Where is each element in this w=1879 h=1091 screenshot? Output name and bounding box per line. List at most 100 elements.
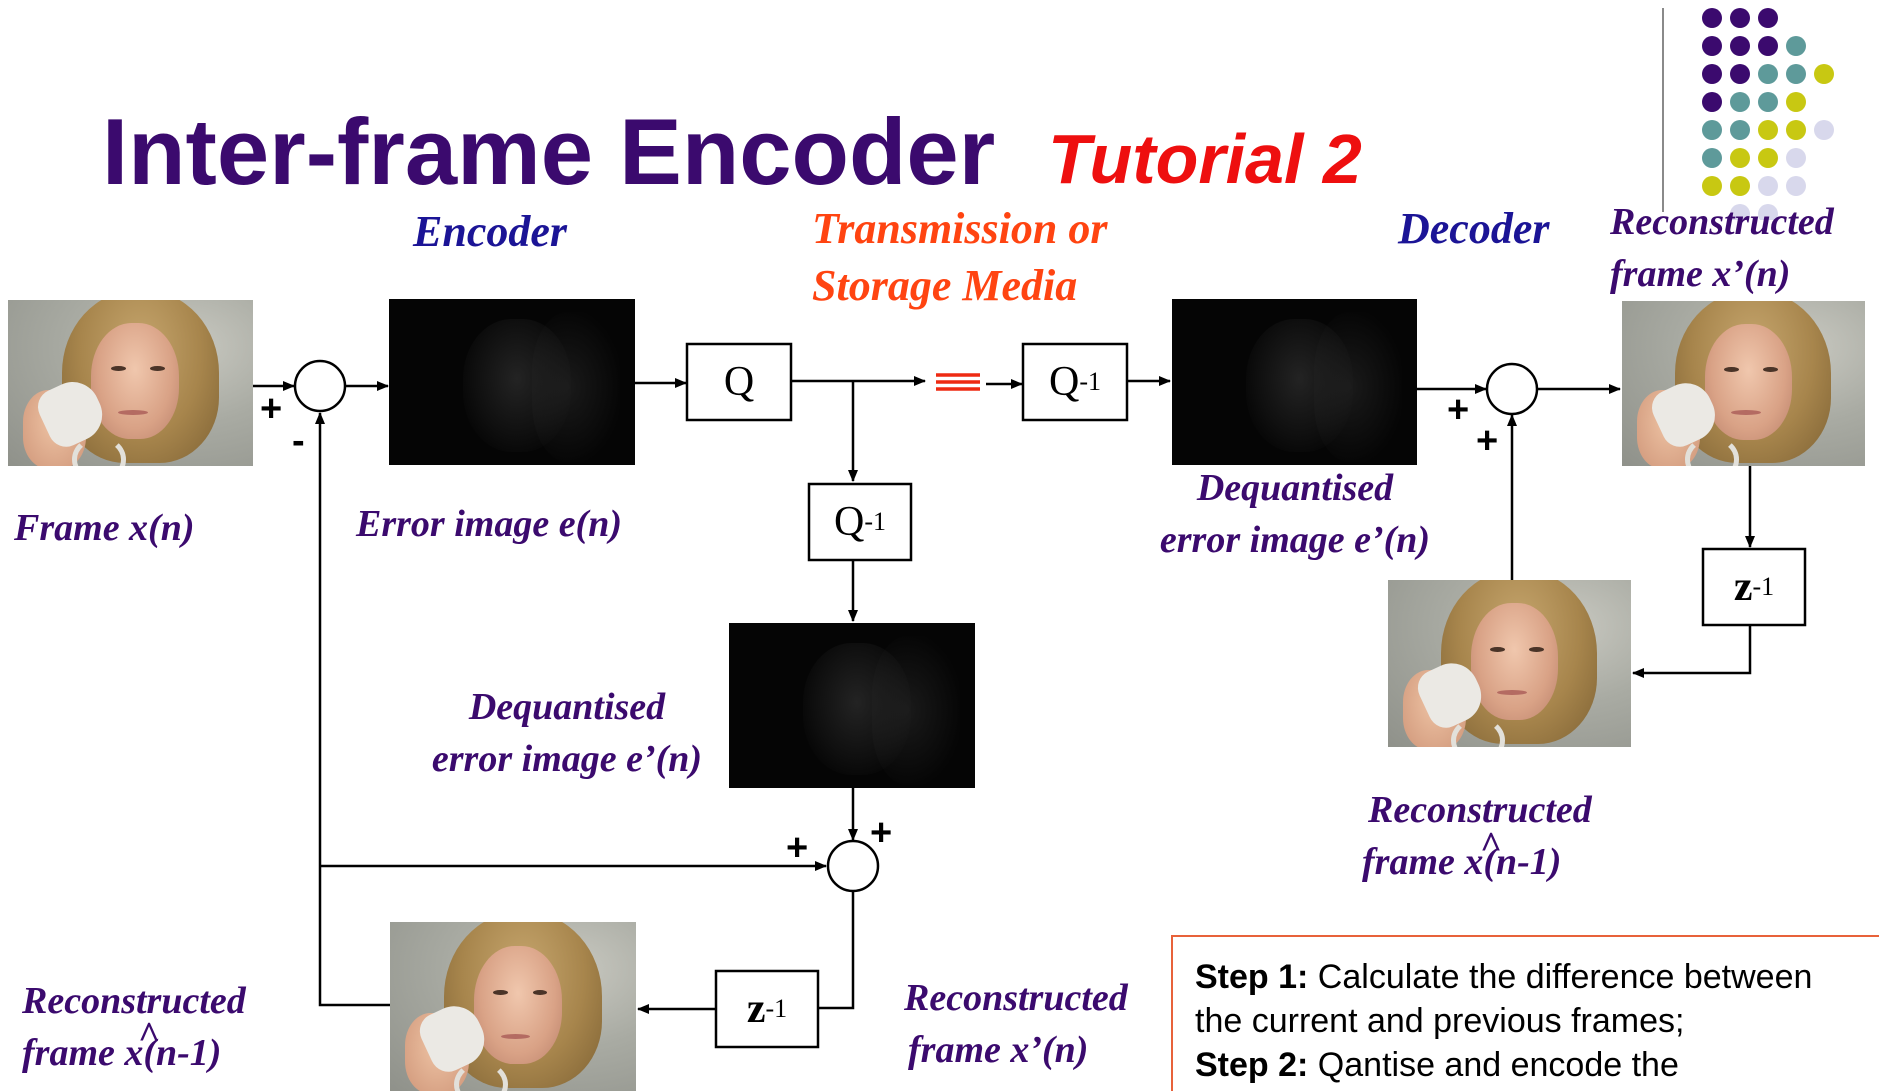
step1-line1: Step 1: Calculate the difference between (1195, 955, 1879, 999)
encoder-dequantised-label: Dequantised error image e’(n) (402, 681, 732, 785)
connector-adder-to-z (819, 891, 855, 1010)
decorative-dot (1702, 120, 1722, 140)
connector-z-to-prev (1632, 625, 1752, 678)
decoder-dequantiser-exponent: -1 (1079, 367, 1101, 396)
decorative-dot (1730, 36, 1750, 56)
transmission-heading-line1: Transmission or (812, 204, 1108, 253)
error-image-label: Error image e(n) (356, 503, 622, 545)
decorative-dot (1702, 64, 1722, 84)
reconstructed-xprime-line1: Reconstructed (1610, 201, 1834, 243)
decorative-dot (1786, 120, 1806, 140)
decorative-dot (1702, 92, 1722, 112)
decorative-dot (1786, 176, 1806, 196)
decoder-dequantised-label: Dequantised error image e’(n) (1130, 462, 1460, 566)
quantiser-text: Q (723, 359, 755, 405)
decorative-dot (1730, 92, 1750, 112)
reconstructed-xprime-line2: frame x’(n) (1610, 253, 1791, 295)
decorative-dot (1730, 148, 1750, 168)
frame-xn-label: Frame x(n) (14, 507, 195, 549)
encoder-reconstructed-xprime-line2: frame x’(n) (908, 1029, 1089, 1071)
decorative-dot (1758, 92, 1778, 112)
step1-label: Step 1: (1195, 958, 1309, 996)
encoder-reconstructed-prev-line2: frame x(n-1) (22, 1032, 222, 1074)
plus-sign-dec-prev: + (1476, 420, 1499, 462)
decoder-reconstructed-prev-line1: Reconstructed (1368, 789, 1592, 831)
encoder-delay-label: z-1 (716, 971, 818, 1047)
decoder-dequantiser-label: Q-1 (1023, 344, 1127, 420)
decoder-dequantised-error-image (1172, 299, 1417, 465)
transmission-media-symbol (936, 373, 980, 391)
step1-line2: the current and previous frames; (1195, 999, 1879, 1043)
decorative-dot (1758, 148, 1778, 168)
encoder-delay-exponent: -1 (765, 994, 788, 1023)
transmission-heading-line2: Storage Media (812, 261, 1078, 310)
decoder-dequantiser-text: Q (1048, 359, 1080, 405)
step1-text-b: the current and previous frames; (1195, 1002, 1685, 1040)
plus-sign-enc-dequant: + (870, 812, 893, 854)
quantiser-label: Q (687, 344, 791, 420)
encoder-reconstructed-prev-line1: Reconstructed (22, 980, 246, 1022)
decorative-dot (1730, 204, 1750, 220)
decorative-dot (1702, 148, 1722, 168)
page-title: Inter-frame Encoder (102, 99, 996, 204)
decoder-delay-label: z-1 (1703, 549, 1805, 625)
decoder-delay-exponent: -1 (1752, 572, 1775, 601)
decorative-dot (1786, 92, 1806, 112)
decorative-dot (1730, 176, 1750, 196)
encoder-hat-symbol: ^ (138, 1015, 161, 1057)
decorative-dot (1786, 36, 1806, 56)
encoder-delay-block (714, 969, 820, 1049)
encoder-dequantiser-exponent: -1 (864, 507, 886, 536)
encoder-dequantiser-label: Q-1 (809, 484, 911, 560)
decorative-dot (1758, 204, 1778, 220)
decorative-dot (1758, 176, 1778, 196)
step1-text-a: Calculate the difference between (1308, 958, 1813, 996)
decorative-dot (1814, 64, 1834, 84)
encoder-reconstructed-xprime-label: Reconstructed frame x’(n) (904, 972, 1128, 1076)
decoder-hat-symbol: ^ (1480, 825, 1503, 867)
plus-sign-enc-feedback: + (786, 827, 809, 869)
error-image (389, 299, 635, 465)
decorative-dot (1814, 120, 1834, 140)
reconstructed-xprime-label: Reconstructed frame x’(n) (1610, 196, 1834, 300)
minus-sign-feedback: - (292, 420, 305, 462)
decorative-dot (1702, 176, 1722, 196)
decorative-dot (1786, 64, 1806, 84)
encoder-dequantiser-text: Q (833, 499, 865, 545)
decoder-reconstructed-prev-line2: frame x(n-1) (1362, 841, 1562, 883)
encoder-dequantised-line2: error image e’(n) (431, 738, 703, 780)
subtractor-node (293, 359, 347, 413)
page-subtitle: Tutorial 2 (1048, 120, 1362, 198)
plus-sign-dec-error: + (1447, 389, 1470, 431)
step2-label: Step 2: (1195, 1046, 1309, 1084)
decorative-dot (1730, 120, 1750, 140)
decorative-dot (1758, 120, 1778, 140)
encoder-heading: Encoder (413, 207, 567, 256)
step2-text: Qantise and encode the (1308, 1046, 1679, 1084)
decoder-delay-block (1701, 547, 1807, 627)
decoder-reconstructed-prev-image (1388, 580, 1631, 747)
decoder-delay-text: z (1733, 564, 1753, 610)
step2-line: Step 2: Qantise and encode the (1195, 1043, 1879, 1087)
decorative-dot (1758, 64, 1778, 84)
reconstructed-xprime-image (1622, 301, 1865, 466)
decorative-dot (1730, 8, 1750, 28)
steps-box: Step 1: Calculate the difference between… (1171, 935, 1879, 1091)
decorative-dot (1702, 36, 1722, 56)
decorative-dot (1702, 8, 1722, 28)
encoder-reconstructed-prev-image (390, 922, 636, 1091)
quantiser-block (685, 342, 793, 422)
decorative-dot (1758, 36, 1778, 56)
decoder-heading: Decoder (1398, 204, 1550, 253)
encoder-dequantiser-block (807, 482, 913, 562)
frame-xn-image (8, 300, 253, 466)
connector-prev-feedback (315, 412, 390, 1007)
encoder-dequantised-line1: Dequantised (468, 686, 666, 728)
decoder-reconstructed-prev-label: Reconstructed frame x(n-1) (1362, 784, 1592, 888)
decorative-dot (1730, 64, 1750, 84)
encoder-reconstructed-xprime-line1: Reconstructed (904, 977, 1128, 1019)
decoder-dequantised-line1: Dequantised (1196, 467, 1394, 509)
decorative-dot-grid (1662, 8, 1834, 220)
decoder-dequantised-line2: error image e’(n) (1159, 519, 1431, 561)
